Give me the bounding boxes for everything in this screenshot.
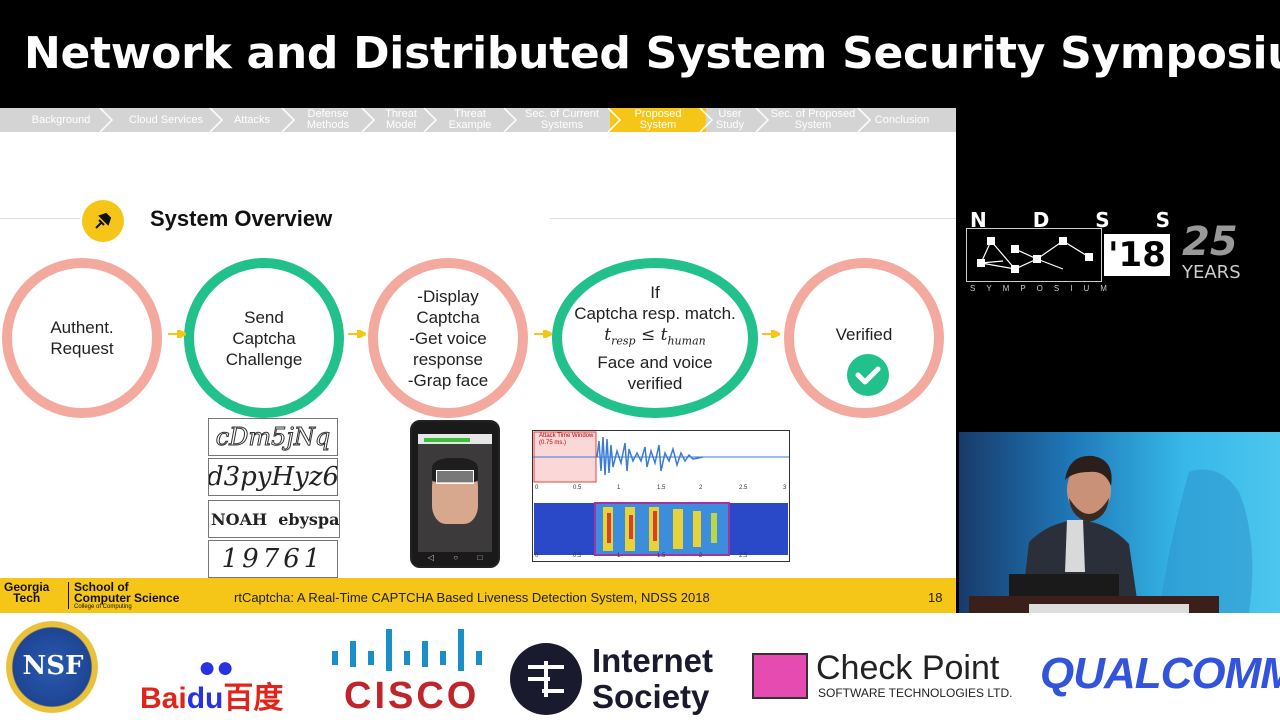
flow-arrow-icon: [168, 330, 186, 338]
phone-mockup: ◁○□: [410, 420, 500, 568]
nav-item-defense-methods: Defense Methods: [306, 108, 350, 131]
nav-item-cloud-services: Cloud Services: [129, 113, 203, 126]
captcha-sample: NOAH ebyspan: [208, 500, 340, 538]
checkpoint-logo: Check Point: [816, 649, 1000, 687]
captcha-sample: d3pyHyz6: [208, 458, 338, 496]
anniversary-years: YEARS: [1182, 262, 1241, 283]
phone-screen: [418, 434, 492, 552]
spectrogram-x-axis: 0 0.5 1 1.5 2 2.5: [535, 553, 748, 559]
anniversary-number: 25: [1182, 219, 1238, 265]
checkpoint-subtitle: SOFTWARE TECHNOLOGIES LTD.: [818, 686, 1013, 700]
step-verification-condition: If Captcha resp. match. tresp ≤ thuman F…: [552, 258, 758, 418]
step-text: If Captcha resp. match. tresp ≤ thuman F…: [574, 283, 736, 393]
speaker-video: [959, 432, 1280, 613]
nav-item-conclusion: Conclusion: [874, 113, 930, 126]
conference-header: Network and Distributed System Security …: [0, 0, 1280, 108]
pushpin-icon: [82, 200, 124, 242]
conference-title: Network and Distributed System Security …: [24, 28, 1280, 79]
nav-item-sec-current: Sec. of Current Systems: [525, 108, 599, 131]
captcha-overlay: [436, 470, 474, 484]
college-of-computing: College of Computing: [74, 604, 132, 610]
baidu-paw-icon: ●●: [198, 651, 235, 684]
cisco-logo: CISCO: [344, 675, 480, 717]
nav-item-background: Background: [31, 113, 91, 126]
flow-arrow-icon: [348, 330, 366, 338]
slide-title: System Overview: [150, 206, 333, 231]
waveform-x-axis: 0 0.5 1 1.5 2 2.5 3: [535, 485, 787, 491]
paper-citation: rtCaptcha: A Real-Time CAPTCHA Based Liv…: [234, 590, 710, 605]
nav-item-sec-proposed: Sec. of Proposed System: [770, 108, 856, 131]
speaker-silhouette: [969, 455, 1253, 613]
timing-formula: tresp ≤ thuman: [604, 325, 706, 348]
audio-waveform-panel: Attack Time Window (0.75 ms.) 0 0.5 1 1.…: [532, 430, 790, 562]
attack-window-label: Attack Time Window: [539, 433, 594, 439]
flow-arrow-icon: [762, 330, 780, 338]
nav-item-threat-model: Threat Model: [385, 108, 417, 131]
nav-item-user-study: User Study: [715, 108, 745, 131]
step-text: Verified: [835, 325, 893, 344]
qualcomm-logo: QUALCOMM: [1040, 649, 1280, 698]
presentation-slide: Background Cloud Services Attacks Defens…: [0, 108, 956, 613]
nsf-label: NSF: [22, 651, 84, 681]
step-text: -Display Captcha -Get voice response -Gr…: [407, 286, 489, 390]
captcha-sample: 19761: [208, 540, 338, 578]
ndss-year: '18: [1104, 234, 1170, 276]
checkpoint-icon: [752, 653, 808, 699]
step-send-captcha: Send Captcha Challenge: [184, 258, 344, 418]
nsf-logo: [6, 621, 98, 713]
waveform-svg: [533, 431, 789, 556]
baidu-logo: Baidu百度: [140, 682, 284, 715]
attack-window-value: (0.75 ms.): [539, 440, 567, 446]
step-display-captcha: -Display Captcha -Get voice response -Gr…: [368, 258, 528, 418]
slide-section-nav: Background Cloud Services Attacks Defens…: [0, 108, 956, 132]
checkmark-icon: [847, 354, 889, 396]
ndss-symposium-label: SYMPOSIUM: [970, 284, 1118, 293]
nav-active-highlight: [610, 108, 706, 132]
step-authent-request: Authent. Request: [2, 258, 162, 418]
slide-page-number: 18: [928, 590, 943, 605]
step-text: Send Captcha Challenge: [225, 307, 303, 369]
nav-chevrons: [99, 108, 872, 132]
globe-icon: [510, 643, 582, 715]
nav-item-threat-example: Threat Example: [448, 108, 492, 131]
nav-item-attacks: Attacks: [233, 113, 271, 126]
cisco-bars-icon: [332, 629, 482, 671]
step-text: Authent. Request: [50, 318, 114, 358]
flow-arrow-icon: [534, 330, 552, 338]
nav-item-proposed-system: Proposed System: [634, 108, 682, 131]
network-graph-icon: [966, 228, 1102, 282]
captcha-sample: cDm5jNq: [208, 418, 338, 456]
phone-nav-buttons: ◁○□: [427, 552, 483, 562]
